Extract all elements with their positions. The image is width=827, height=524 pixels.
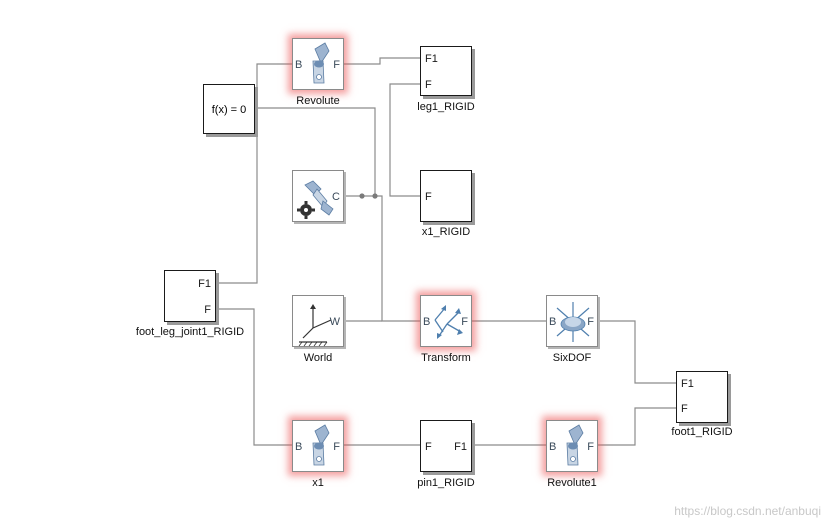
leg1-rigid-label: leg1_RIGID: [417, 101, 475, 113]
port-f: F: [425, 191, 432, 203]
junction-dot: [372, 193, 378, 199]
foot1-rigid-block[interactable]: F1 F: [676, 371, 728, 423]
revolute1-label: Revolute1: [547, 477, 597, 489]
solver-config-block[interactable]: f(x) = 0: [203, 84, 255, 134]
port-b: B: [549, 441, 557, 453]
port-b: B: [295, 59, 303, 71]
foot-leg-joint1-rigid-block[interactable]: F1 F: [164, 270, 216, 322]
wire-revolute1-foot1: [598, 407, 676, 446]
port-f1: F1: [425, 53, 438, 65]
x1-label: x1: [312, 477, 324, 489]
wire-leg1-x1rigid: [389, 83, 420, 197]
port-b: B: [295, 441, 303, 453]
port-f: F: [681, 403, 688, 415]
revolute-block[interactable]: B F: [292, 38, 344, 90]
port-f1: F1: [198, 278, 211, 290]
revolute-joint-icon: [566, 424, 584, 466]
revolute-joint-icon: [312, 424, 330, 466]
sixdof-joint-block[interactable]: B F: [546, 295, 598, 347]
wire-footleg-revolute: [216, 63, 292, 284]
robot-arm-gear-icon: [297, 180, 334, 219]
world-label: World: [303, 352, 333, 364]
port-f: F: [425, 441, 432, 453]
junction-dot: [359, 193, 365, 199]
port-f1: F1: [454, 441, 467, 453]
transform-label: Transform: [421, 352, 471, 364]
port-f: F: [333, 59, 340, 71]
x1-rigid-block[interactable]: F: [420, 170, 472, 222]
world-frame-icon: [298, 304, 332, 347]
rigid-transform-icon: [434, 305, 463, 339]
mechanism-configuration-block[interactable]: C: [292, 170, 344, 222]
wire-footleg-x1: [216, 308, 292, 446]
transform-block[interactable]: B F: [420, 295, 472, 347]
wire-junction-transform: [375, 195, 420, 322]
revolute-label: Revolute: [296, 95, 340, 107]
port-f1: F1: [681, 378, 694, 390]
world-frame-block[interactable]: W: [292, 295, 344, 347]
foot1-rigid-label: foot1_RIGID: [671, 426, 733, 438]
port-f: F: [461, 316, 468, 328]
port-f: F: [587, 316, 594, 328]
wire-fx-solver: [255, 107, 376, 196]
wire-sixdof-foot1: [598, 320, 676, 384]
wire-revolute-leg1: [344, 57, 420, 65]
port-b: B: [423, 316, 431, 328]
pin1-rigid-label: pin1_RIGID: [417, 477, 475, 489]
x1-rigid-label: x1_RIGID: [421, 226, 471, 238]
revolute-joint-icon: [312, 42, 330, 84]
foot-leg-joint1-rigid-label: foot_leg_joint1_RIGID: [135, 326, 245, 338]
port-b: B: [549, 316, 557, 328]
port-f: F: [333, 441, 340, 453]
sixdof-label: SixDOF: [552, 352, 592, 364]
watermark: https://blog.csdn.net/anbuqi: [674, 504, 821, 518]
x1-revolute-block[interactable]: B F: [292, 420, 344, 472]
port-f: F: [587, 441, 594, 453]
pin1-rigid-block[interactable]: F F1: [420, 420, 472, 472]
fx-text: f(x) = 0: [211, 104, 247, 116]
revolute1-block[interactable]: B F: [546, 420, 598, 472]
sixdof-joint-icon: [556, 302, 590, 342]
port-f: F: [204, 304, 211, 316]
port-c: C: [332, 191, 340, 203]
leg1-rigid-block[interactable]: F1 F: [420, 46, 472, 96]
port-w: W: [329, 316, 340, 328]
port-f: F: [425, 79, 432, 91]
